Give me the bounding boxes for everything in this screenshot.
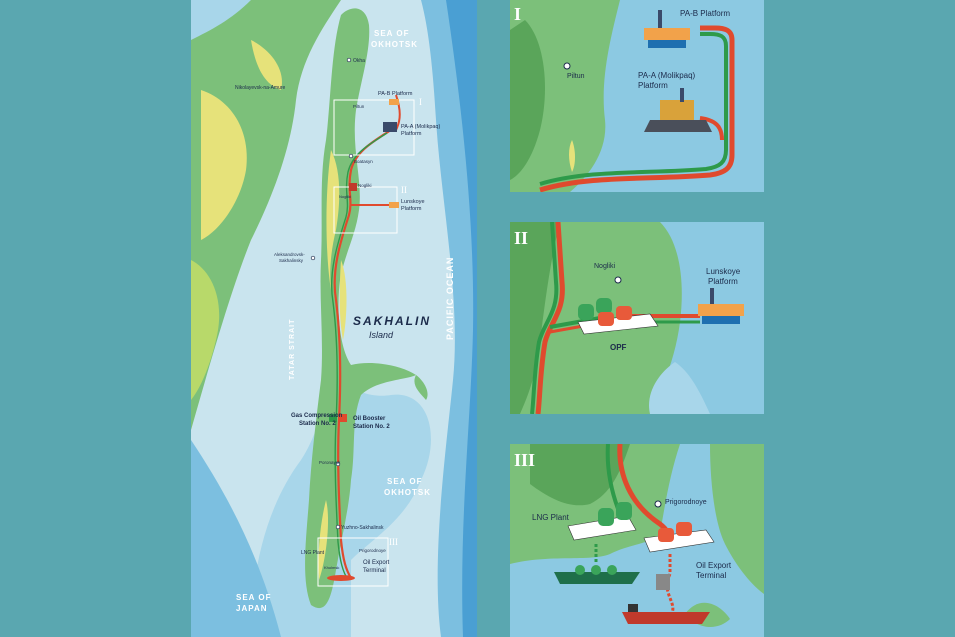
pab-platform-label: PA-B Platform	[680, 9, 730, 18]
lunskoye-label-1: Lunskoye	[401, 199, 425, 205]
nogliki-opf-label: Nogliki	[339, 194, 351, 199]
pacific-ocean-label: PACIFIC OCEAN	[445, 257, 455, 340]
kholmsk-label: Kholmsk	[324, 565, 339, 570]
island-label: Island	[369, 330, 394, 340]
inset-box-ii	[333, 186, 398, 234]
marker-ii: II	[401, 185, 407, 195]
gas-compression-label-1: Gas Compression	[291, 413, 343, 419]
tatar-strait-label: TATAR STRAIT	[289, 319, 296, 380]
nogliki-label: Nogliki	[594, 263, 615, 270]
piltun-label: Piltun	[353, 104, 365, 109]
sea-japan-label-1: SEA OF	[236, 593, 271, 602]
paa-platform-label-1: PA-A (Molikpaq)	[401, 124, 440, 130]
nogliki-dot	[614, 276, 622, 284]
lunskoye-platform-icon	[698, 288, 744, 324]
pab-platform-label: PA-B Platform	[378, 91, 413, 97]
boatasyn-dot	[348, 153, 354, 159]
inset-i-roman: I	[514, 4, 521, 24]
inset-ii-svg: Nogliki Lunskoye Platform OPF II	[510, 222, 764, 414]
piltun-dot	[563, 62, 571, 70]
oil-booster-icon	[339, 414, 347, 422]
inset-box-iii	[317, 537, 389, 587]
sea-okhotsk-south-label-2: OKHOTSK	[384, 488, 431, 497]
opf-label: OPF	[610, 343, 627, 352]
paa-platform-label-2: Platform	[401, 131, 422, 137]
okha-dot	[346, 57, 352, 63]
prigorodnoye-dot	[654, 500, 662, 508]
prigorodnoye-label: Prigorodnoye	[359, 548, 386, 553]
lunskoye-label-1: Lunskoye	[706, 267, 741, 276]
oil-booster-label-1: Oil Booster	[353, 416, 386, 422]
lng-tanker-icon	[554, 565, 640, 584]
paa-platform-icon	[644, 88, 712, 132]
inset-ii-roman: II	[514, 228, 528, 248]
paa-platform-label-2: Platform	[638, 81, 668, 90]
inset-iii-roman: III	[514, 450, 535, 470]
sakhalin-overview-map: SEA OF OKHOTSK SEA OF OKHOTSK PACIFIC OC…	[191, 0, 477, 637]
sea-okhotsk-north-label-2: OKHOTSK	[371, 40, 418, 49]
sakhalin-label: SAKHALIN	[353, 314, 431, 328]
prigorodnoye-label: Prigorodnoye	[665, 499, 707, 506]
aleksandrovsk-label-1: Aleksandrovsk-	[274, 252, 305, 257]
oil-tanker-icon	[622, 604, 710, 624]
opf-gas-tanks-icon	[578, 298, 612, 320]
lng-tanks-icon	[598, 502, 632, 526]
sea-okhotsk-south-label-1: SEA OF	[387, 477, 422, 486]
oil-booster-label-2: Station No. 2	[353, 424, 390, 430]
poronaysk-dot	[335, 461, 341, 467]
lng-plant-label: LNG Plant	[301, 550, 325, 556]
gas-compression-icon	[329, 414, 337, 422]
inset-ii-gas-pipeline	[530, 222, 559, 414]
nogliki-facility-icon	[349, 183, 357, 191]
sea-japan-label-2: JAPAN	[236, 604, 268, 613]
oil-pipeline-main	[333, 129, 392, 579]
pab-platform-icon	[389, 99, 399, 105]
sea-okhotsk-north-label-1: SEA OF	[374, 29, 409, 38]
marker-iii: III	[389, 537, 398, 547]
lunskoye-label-2: Platform	[708, 277, 738, 286]
inset-ii-oil-pipeline	[535, 222, 565, 414]
inset-box-i	[333, 99, 415, 156]
overview-map-svg: SEA OF OKHOTSK SEA OF OKHOTSK PACIFIC OC…	[191, 0, 477, 637]
inset-i-panel: Piltun PA-B Platform PA-A (Molikpaq) Pla…	[510, 0, 764, 192]
lunskoye-platform-icon	[389, 202, 399, 208]
okha-label: Okha	[353, 58, 365, 64]
oil-export-label-1: Oil Export	[696, 561, 732, 570]
lunskoye-label-2: Platform	[401, 206, 422, 212]
oil-export-tanker-icon	[327, 575, 355, 581]
yuzhno-label: Yuzhno-Sakhalinsk	[341, 525, 384, 531]
marker-i: I	[419, 97, 422, 107]
inset-i-svg: Piltun PA-B Platform PA-A (Molikpaq) Pla…	[510, 0, 764, 192]
oil-tanks-icon	[658, 522, 692, 542]
inset-ii-panel: Nogliki Lunskoye Platform OPF II	[510, 222, 764, 414]
export-buoy-icon	[656, 574, 670, 590]
nikolayevsk-label: Nikolayevsk-na-Amure	[235, 85, 286, 91]
oil-export-label-1: Oil Export	[363, 560, 390, 566]
boatasyn-label: Boatasyn	[354, 159, 373, 164]
inset-iii-panel: Prigorodnoye LNG Plant Oil Export Termin…	[510, 444, 764, 637]
piltun-label: Piltun	[567, 73, 585, 80]
poronaysk-label: Poronaysk	[319, 460, 341, 465]
inset-iii-svg: Prigorodnoye LNG Plant Oil Export Termin…	[510, 444, 764, 637]
paa-platform-label-1: PA-A (Molikpaq)	[638, 71, 696, 80]
inset-i-oil-pipeline	[539, 25, 735, 192]
pab-platform-icon	[644, 10, 690, 48]
inset-i-gas-pipeline	[539, 32, 728, 186]
oil-export-label-2: Terminal	[696, 571, 726, 580]
gas-compression-label-2: Station No. 2	[299, 421, 336, 427]
aleksandrovsk-dot	[310, 255, 316, 261]
paa-platform-icon	[383, 122, 397, 132]
yuzhno-dot	[335, 524, 341, 530]
lng-plant-label: LNG Plant	[532, 513, 570, 522]
oil-export-label-2: Terminal	[363, 568, 386, 574]
nogliki-label: Nogliki	[358, 183, 372, 188]
aleksandrovsk-label-2: Sakhalinsky	[279, 258, 304, 263]
opf-oil-tanks-icon	[598, 306, 632, 326]
